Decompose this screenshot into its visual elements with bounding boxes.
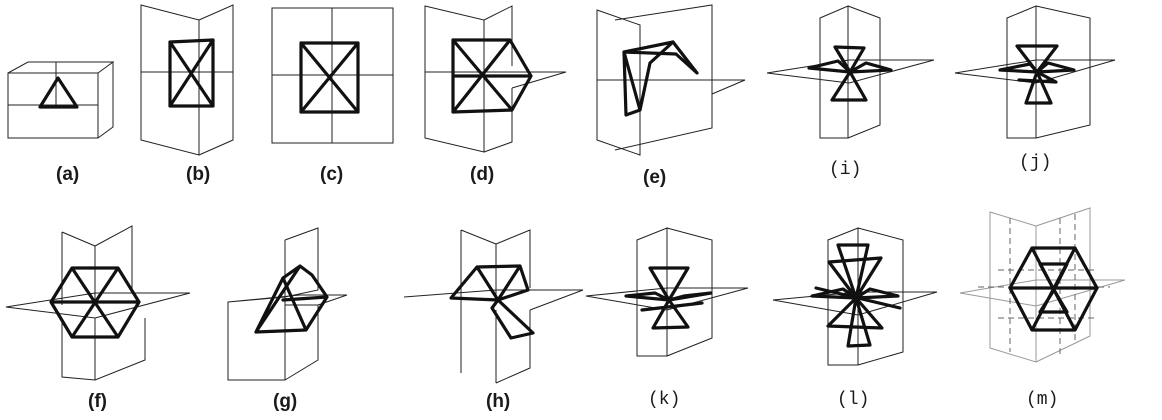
- panel-k-diagram: [585, 227, 749, 357]
- panel-d-diagram: [424, 5, 567, 153]
- panel-label-c: (c): [320, 164, 343, 185]
- panel-label-h: (h): [486, 391, 510, 412]
- panel-g-diagram: [227, 227, 348, 381]
- panel-b-diagram: [140, 4, 234, 156]
- panel-l-diagram: [772, 227, 938, 366]
- panel-i-diagram: [766, 5, 935, 139]
- panel-label-a: (a): [56, 164, 79, 185]
- panel-label-d: (d): [470, 164, 494, 185]
- panel-j-diagram: [954, 5, 1116, 139]
- panel-label-g: (g): [273, 391, 297, 412]
- panel-label-b: (b): [186, 164, 210, 185]
- panel-e-diagram: [596, 4, 746, 156]
- panel-label-k: (k): [648, 390, 680, 410]
- panel-label-j: (j): [1019, 153, 1051, 173]
- panel-label-l: (l): [837, 390, 869, 410]
- panel-label-f: (f): [88, 391, 107, 412]
- panel-a-diagram: [7, 61, 115, 139]
- panel-label-e: (e): [643, 167, 666, 188]
- panel-m-diagram: [959, 207, 1126, 363]
- panel-f-diagram: [5, 225, 191, 381]
- panel-c-diagram: [271, 7, 394, 144]
- panel-h-diagram: [403, 229, 584, 384]
- panel-label-m: (m): [1026, 390, 1058, 410]
- panel-label-i: (i): [829, 160, 861, 180]
